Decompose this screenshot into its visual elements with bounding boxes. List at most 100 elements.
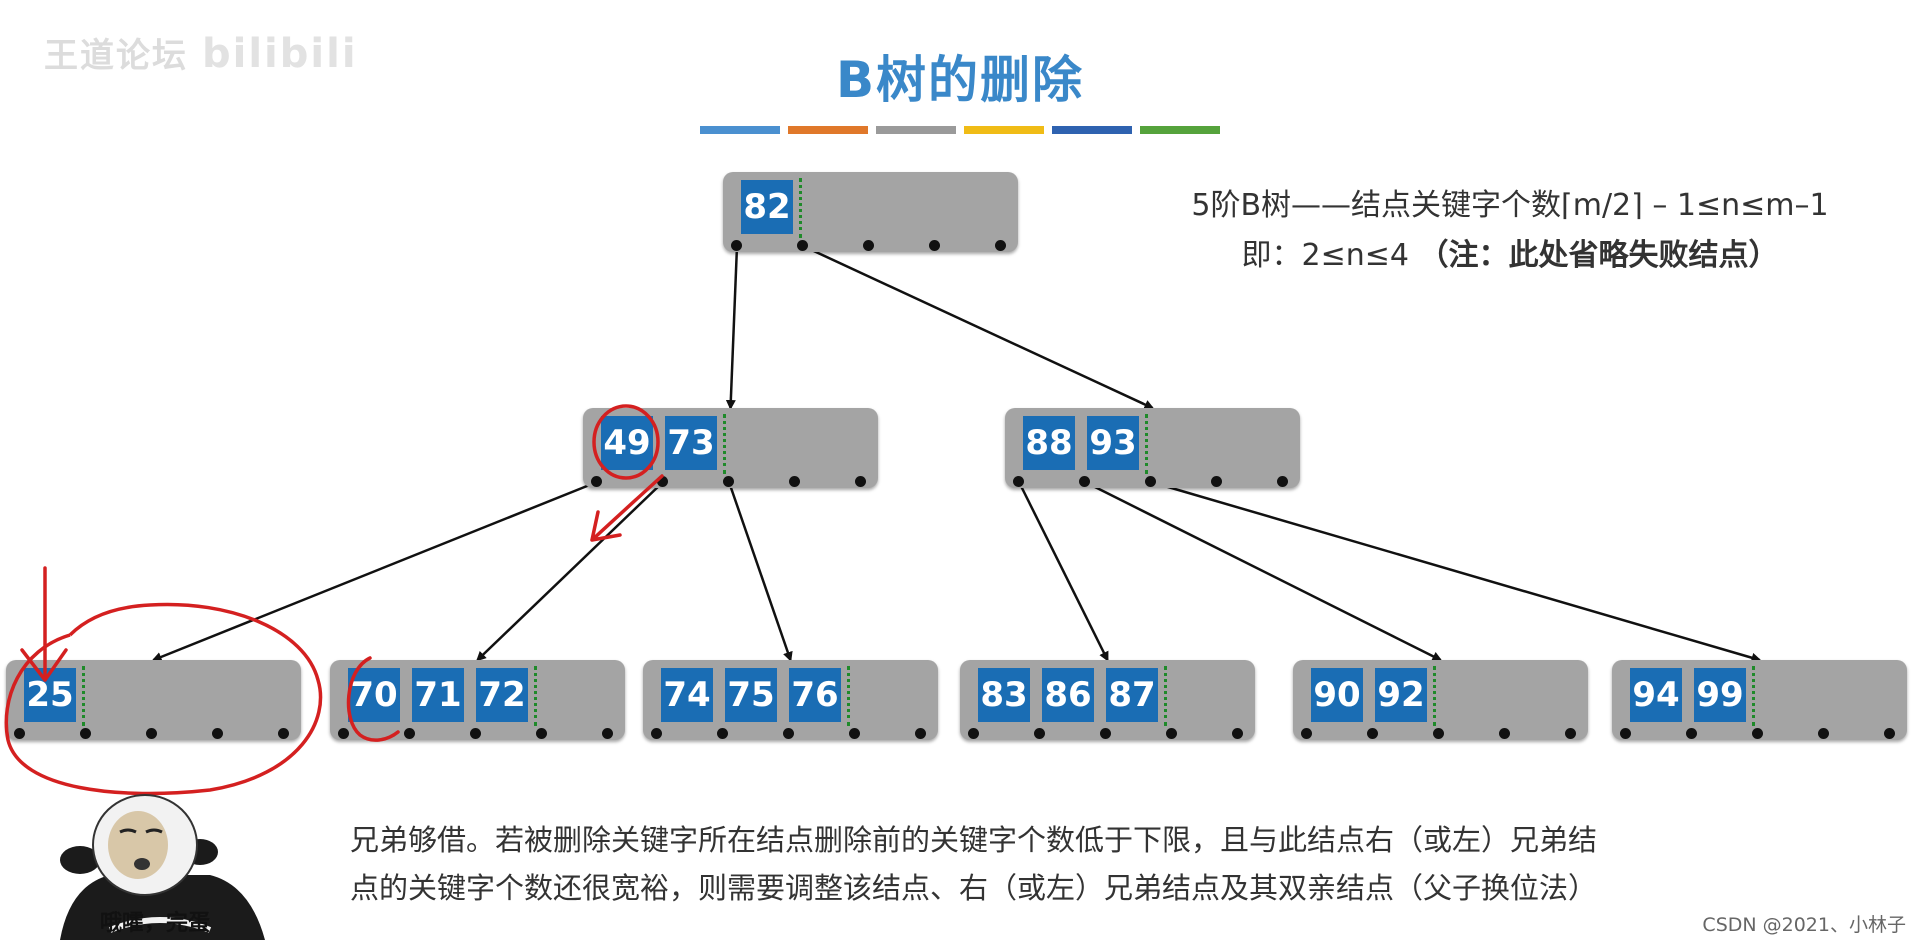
key-72: 72 xyxy=(476,668,528,722)
pointer-dot xyxy=(1818,728,1829,739)
key-count-separator xyxy=(1145,414,1148,474)
pointer-dot xyxy=(797,240,808,251)
edge-root-to-right xyxy=(802,244,1155,410)
pointer-dot xyxy=(536,728,547,739)
edge-root-to-left xyxy=(725,245,739,410)
key-count-separator xyxy=(723,414,726,474)
pointer-dot xyxy=(783,728,794,739)
pointer-dot xyxy=(1166,728,1177,739)
pointer-dot xyxy=(1565,728,1576,739)
info-line-2: 即：2≤n≤4 （注：此处省略失败结点） xyxy=(1130,230,1890,274)
key-count-separator xyxy=(82,666,85,726)
key-82: 82 xyxy=(741,180,793,234)
edge-to-leaf-6 xyxy=(1150,480,1762,663)
pointer-dot xyxy=(717,728,728,739)
key-70: 70 xyxy=(348,668,400,722)
pointer-dot xyxy=(1145,476,1156,487)
pointer-dot xyxy=(995,240,1006,251)
key-25: 25 xyxy=(24,668,76,722)
pointer-dot xyxy=(929,240,940,251)
pointer-dot xyxy=(1232,728,1243,739)
pointer-dot xyxy=(1884,728,1895,739)
pointer-dot xyxy=(1079,476,1090,487)
pointer-dot xyxy=(915,728,926,739)
pointer-dot xyxy=(1367,728,1378,739)
title-bar-segment xyxy=(700,126,780,134)
title-bar-segment xyxy=(876,126,956,134)
key-73: 73 xyxy=(665,416,717,470)
pointer-dot xyxy=(1013,476,1024,487)
info-line-2-text: 即：2≤n≤4 xyxy=(1241,238,1419,273)
pointer-dot xyxy=(1277,476,1288,487)
edge-to-leaf-2 xyxy=(476,481,664,662)
meme-caption: 哦嚯，完蛋 xyxy=(99,911,210,936)
title-bar-segment xyxy=(1140,126,1220,134)
edge-to-leaf-3 xyxy=(727,481,793,662)
pointer-dot xyxy=(602,728,613,739)
pointer-dot xyxy=(855,476,866,487)
node-leaf-1: 25 xyxy=(6,660,301,740)
pointer-dot xyxy=(1100,728,1111,739)
pointer-dot xyxy=(404,728,415,739)
key-count-separator xyxy=(534,666,537,726)
key-49: 49 xyxy=(601,416,653,470)
pointer-dot xyxy=(14,728,25,739)
pointer-dot xyxy=(731,240,742,251)
node-root: 82 xyxy=(723,172,1018,252)
pointer-dot xyxy=(657,476,668,487)
pointer-dot xyxy=(1499,728,1510,739)
key-93: 93 xyxy=(1087,416,1139,470)
key-83: 83 xyxy=(978,668,1030,722)
pointer-dot xyxy=(80,728,91,739)
key-71: 71 xyxy=(412,668,464,722)
pointer-dot xyxy=(651,728,662,739)
edge-to-leaf-5 xyxy=(1084,480,1443,662)
pointer-dot xyxy=(968,728,979,739)
pointer-dot xyxy=(338,728,349,739)
pointer-dot xyxy=(470,728,481,739)
pointer-dot xyxy=(591,476,602,487)
title-bar-segment xyxy=(788,126,868,134)
key-86: 86 xyxy=(1042,668,1094,722)
watermark-text: 王道论坛 xyxy=(44,36,188,76)
page-title: B树的删除 xyxy=(835,51,1085,109)
edge-to-leaf-4 xyxy=(1017,481,1109,662)
key-count-separator xyxy=(1752,666,1755,726)
key-count-separator xyxy=(847,666,850,726)
pointer-dot xyxy=(1211,476,1222,487)
panda-meme-image xyxy=(60,794,265,940)
key-count-separator xyxy=(1164,666,1167,726)
pointer-dot xyxy=(212,728,223,739)
description-line-1: 兄弟够借。若被删除关键字所在结点删除前的关键字个数低于下限，且与此结点右（或左）… xyxy=(350,823,1598,857)
pointer-dot xyxy=(1301,728,1312,739)
pointer-dot xyxy=(1620,728,1631,739)
pointer-dot xyxy=(723,476,734,487)
title-bar-segment xyxy=(1052,126,1132,134)
info-line-1: 5阶B树——结点关键字个数⌈m/2⌉ – 1≤n≤m–1 xyxy=(1191,188,1829,223)
pointer-dot xyxy=(1433,728,1444,739)
description-line-2: 点的关键字个数还很宽裕，则需要调整该结点、右（或左）兄弟结点及其双亲结点（父子换… xyxy=(350,871,1598,905)
pointer-dot xyxy=(1034,728,1045,739)
bilibili-logo: bilibili xyxy=(202,31,358,77)
pointer-dot xyxy=(278,728,289,739)
title-bar-segment xyxy=(964,126,1044,134)
key-99: 99 xyxy=(1694,668,1746,722)
pointer-dot xyxy=(789,476,800,487)
credit-watermark: CSDN @2021、小林子 xyxy=(1702,914,1906,936)
key-74: 74 xyxy=(661,668,713,722)
key-76: 76 xyxy=(789,668,841,722)
pointer-dot xyxy=(1752,728,1763,739)
edge-to-leaf-1 xyxy=(151,480,598,662)
key-88: 88 xyxy=(1023,416,1075,470)
key-92: 92 xyxy=(1375,668,1427,722)
key-90: 90 xyxy=(1311,668,1363,722)
watermark: 王道论坛 bilibili xyxy=(44,28,358,77)
